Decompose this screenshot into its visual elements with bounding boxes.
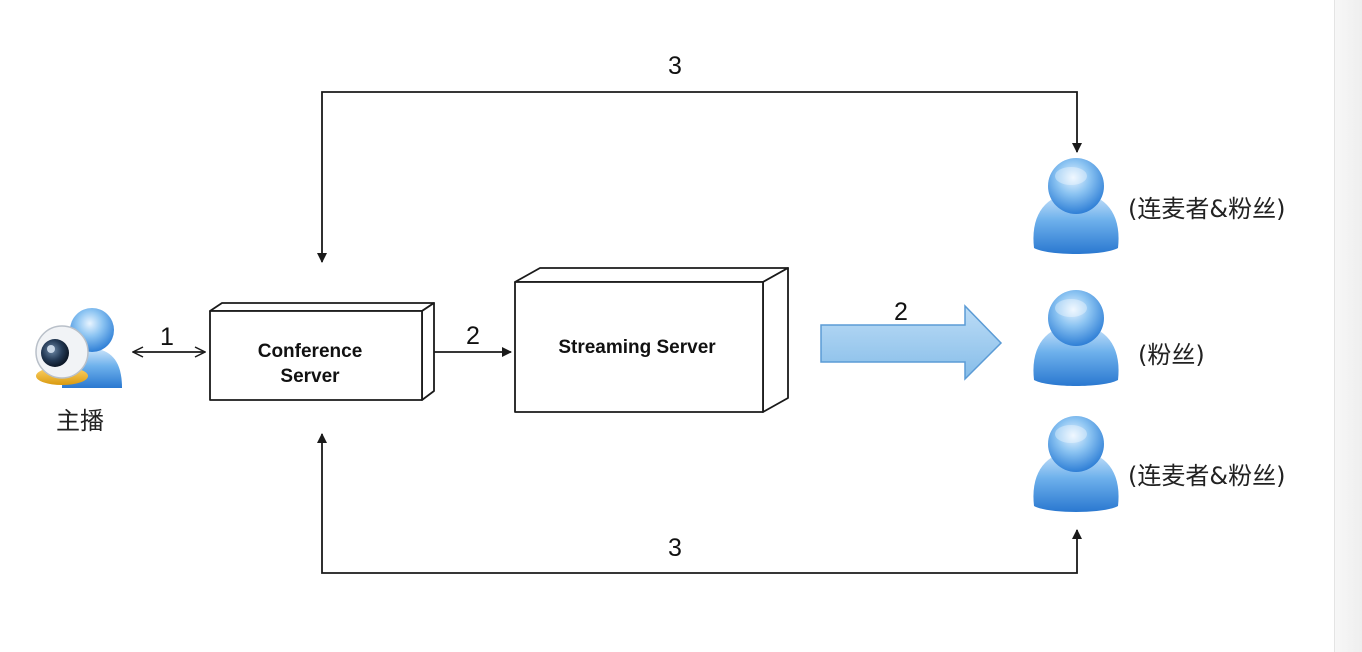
- conference-server-label-line2: Server: [280, 366, 340, 387]
- edge-top-loop: 3: [317, 52, 1082, 263]
- host-label: 主播: [56, 407, 104, 435]
- host-node: 主播: [35, 308, 122, 435]
- edge-label-top: 3: [668, 52, 682, 80]
- webcam-user-icon: [35, 308, 122, 388]
- broadcast-arrow-icon: [820, 304, 1003, 381]
- user-bottom-node: (连麦者&粉丝): [1033, 416, 1285, 512]
- user-mid-node: (粉丝): [1033, 290, 1205, 386]
- user-icon: [1033, 416, 1119, 512]
- conference-server-box: Conference Server: [209, 302, 435, 401]
- user-bottom-label: (连麦者&粉丝): [1128, 462, 1285, 490]
- edge-label-2a: 2: [466, 322, 480, 350]
- user-icon: [1033, 158, 1119, 254]
- edge-streaming-users: 2: [820, 298, 1003, 381]
- user-top-node: (连麦者&粉丝): [1033, 158, 1285, 254]
- streaming-server-box: Streaming Server: [514, 267, 789, 413]
- window-scrollbar-edge[interactable]: [1334, 0, 1362, 652]
- user-top-label: (连麦者&粉丝): [1128, 195, 1285, 223]
- edge-conference-streaming: 2: [433, 322, 512, 357]
- edge-label-2b: 2: [894, 298, 908, 326]
- edge-label-1: 1: [160, 323, 174, 351]
- streaming-server-label: Streaming Server: [558, 337, 716, 358]
- conference-server-label-line1: Conference: [258, 341, 363, 362]
- edge-host-conference: 1: [133, 323, 205, 352]
- edge-bottom-loop: 3: [317, 433, 1082, 574]
- user-icon: [1033, 290, 1119, 386]
- edge-label-bottom: 3: [668, 534, 682, 562]
- user-mid-label: (粉丝): [1138, 341, 1205, 369]
